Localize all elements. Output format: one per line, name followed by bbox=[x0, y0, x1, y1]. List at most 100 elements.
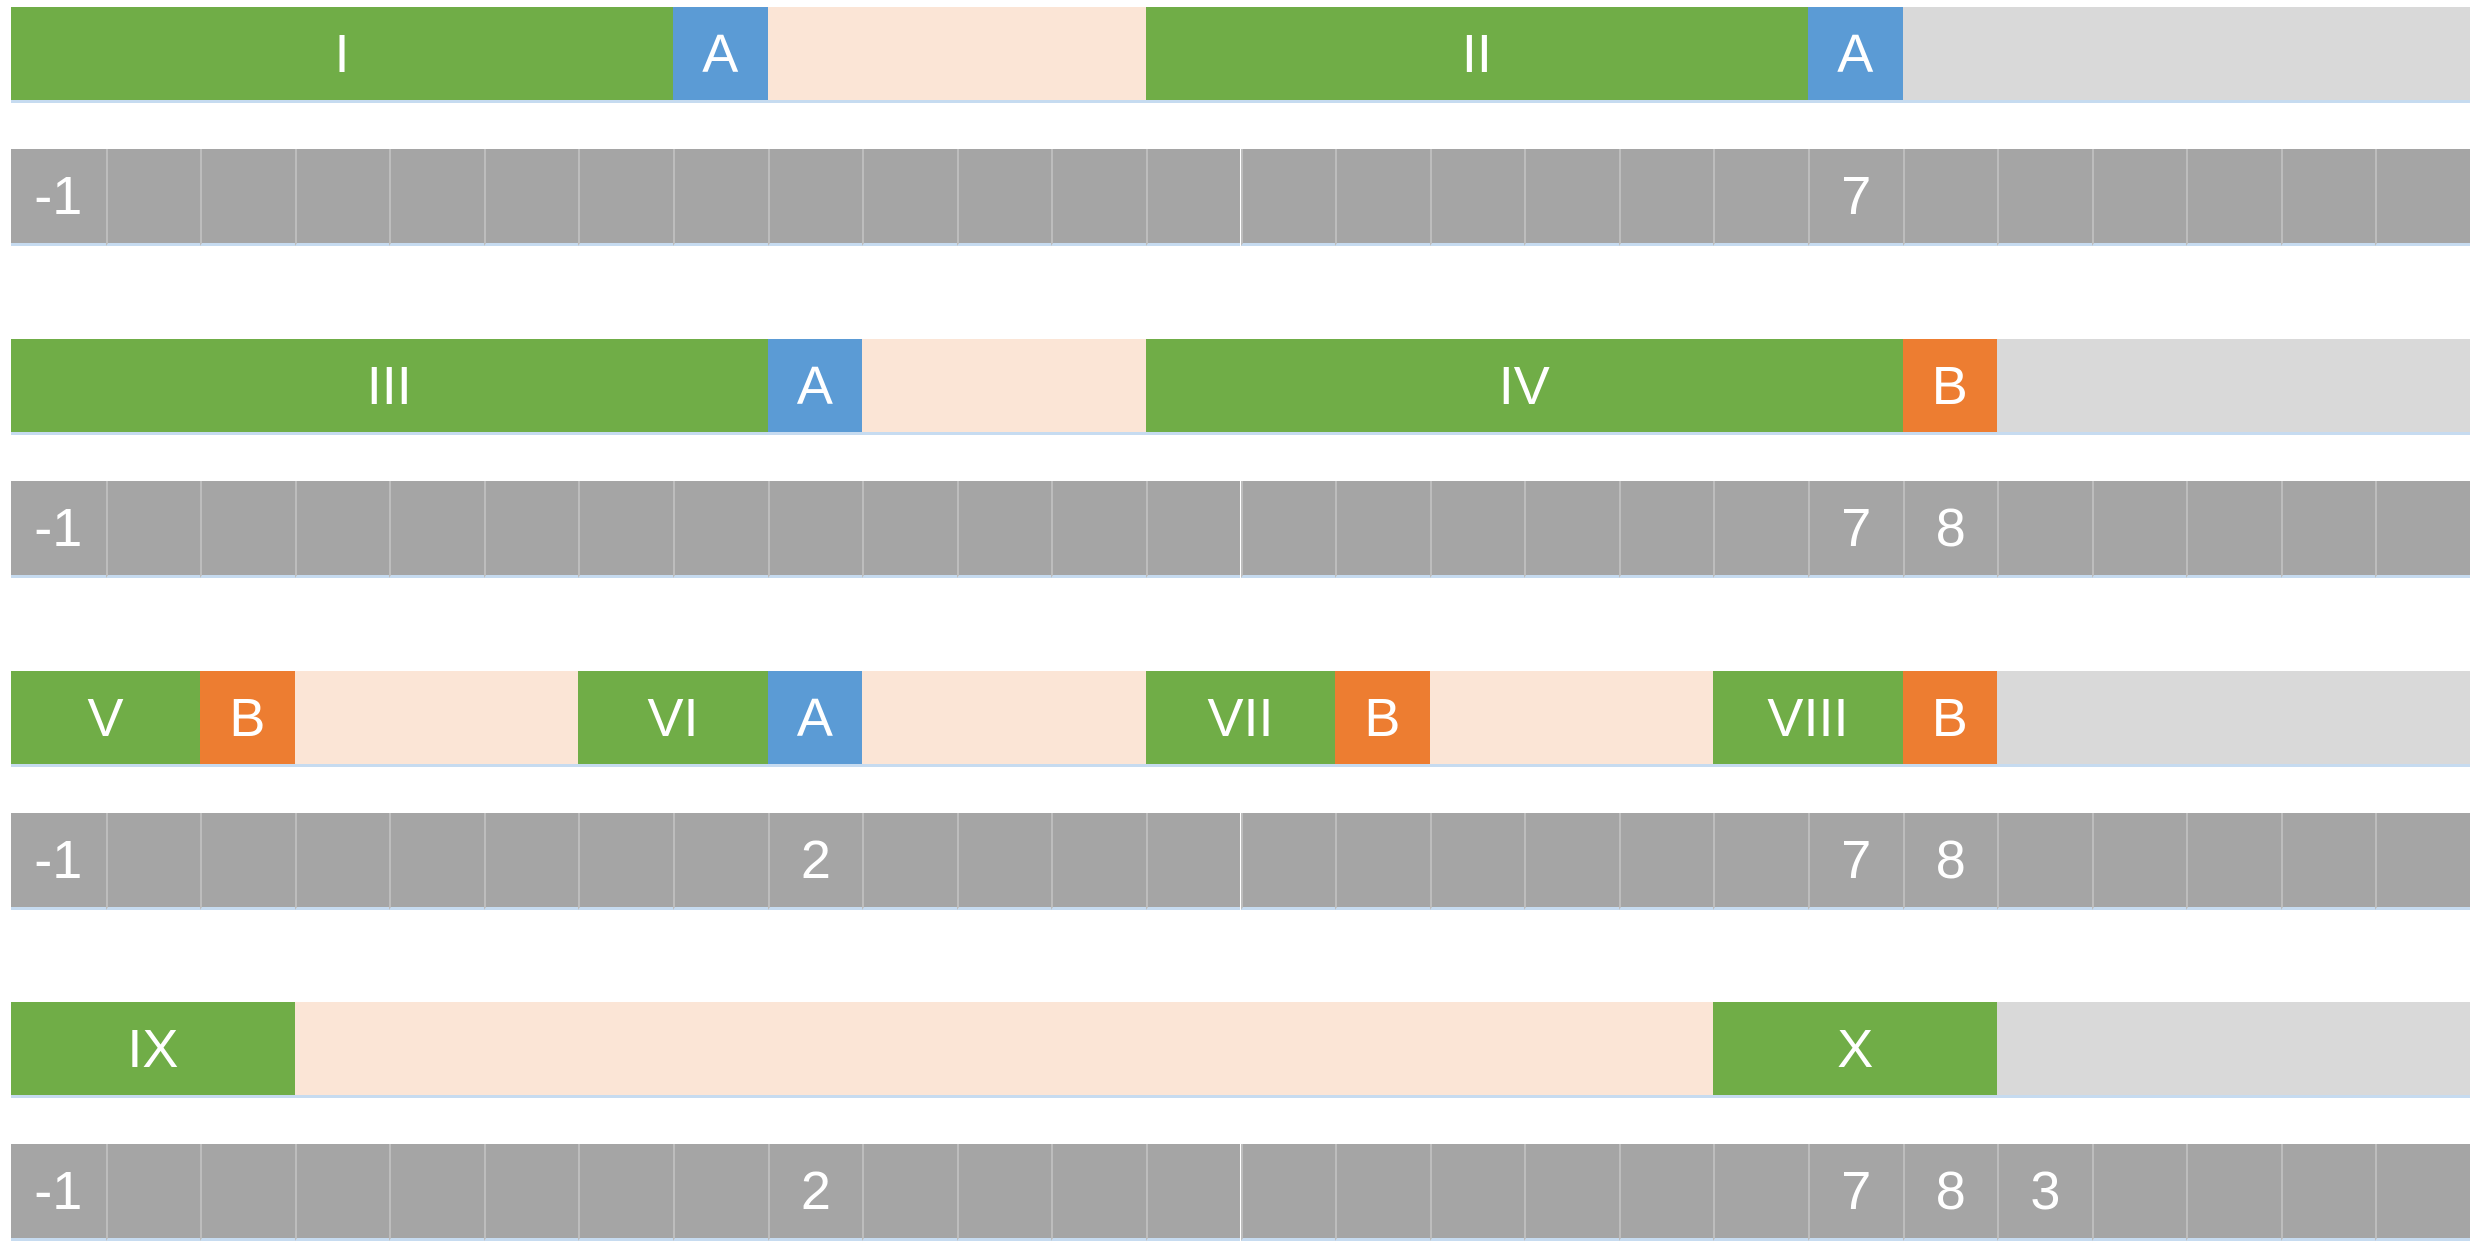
index-cell bbox=[2375, 1144, 2470, 1241]
index-cell: 7 bbox=[1807, 1144, 1903, 1241]
index-cell bbox=[578, 813, 674, 910]
segment-block: III bbox=[11, 339, 768, 435]
index-cell bbox=[1335, 149, 1430, 246]
segment-tag: B bbox=[1902, 671, 1998, 767]
index-cell: 2 bbox=[767, 1144, 863, 1241]
index-cell: -1 bbox=[11, 813, 106, 910]
index-cell bbox=[294, 813, 390, 910]
index-cell: 8 bbox=[1902, 481, 1998, 578]
index-cell bbox=[2186, 1144, 2281, 1241]
index-cell: 8 bbox=[1902, 813, 1998, 910]
segment-free-space bbox=[862, 671, 1146, 767]
index-cell bbox=[1145, 149, 1241, 246]
index-cell bbox=[2375, 813, 2470, 910]
index-cell bbox=[389, 149, 484, 246]
index-cell bbox=[1524, 1144, 1619, 1241]
index-cell bbox=[1618, 813, 1714, 910]
segment-block: IX bbox=[11, 1002, 295, 1098]
index-cell bbox=[1618, 1144, 1714, 1241]
index-cell bbox=[389, 481, 484, 578]
index-cell bbox=[1997, 813, 2092, 910]
index-cell bbox=[1524, 481, 1619, 578]
index-cell bbox=[673, 1144, 768, 1241]
index-cell bbox=[105, 1144, 201, 1241]
segment-block: VII bbox=[1145, 671, 1336, 767]
segment-tag: A bbox=[767, 671, 863, 767]
index-cell bbox=[578, 1144, 674, 1241]
segment-tag: B bbox=[1902, 339, 1998, 435]
index-cell bbox=[578, 481, 674, 578]
segment-tag: B bbox=[200, 671, 295, 767]
index-cell bbox=[200, 149, 295, 246]
index-cell bbox=[956, 1144, 1052, 1241]
index-cell: -1 bbox=[11, 481, 106, 578]
segment-block: V bbox=[11, 671, 201, 767]
index-cell bbox=[956, 813, 1052, 910]
index-cell bbox=[862, 1144, 957, 1241]
index-cell bbox=[294, 1144, 390, 1241]
index-cell bbox=[2280, 481, 2376, 578]
segment-free-space bbox=[862, 339, 1146, 435]
index-cell bbox=[956, 481, 1052, 578]
index-cell bbox=[2280, 813, 2376, 910]
segment-block: VI bbox=[578, 671, 768, 767]
segment-block: VIII bbox=[1713, 671, 1903, 767]
index-cell bbox=[2280, 149, 2376, 246]
index-cell bbox=[1429, 481, 1525, 578]
index-cell bbox=[483, 1144, 579, 1241]
index-cell bbox=[1713, 481, 1808, 578]
index-cell bbox=[673, 813, 768, 910]
index-cell: 7 bbox=[1807, 813, 1903, 910]
index-cell: 2 bbox=[767, 813, 863, 910]
index-cell: -1 bbox=[11, 1144, 106, 1241]
index-cell bbox=[673, 149, 768, 246]
index-cell bbox=[2091, 1144, 2187, 1241]
index-cell bbox=[1051, 1144, 1146, 1241]
index-cell bbox=[200, 481, 295, 578]
index-cell bbox=[105, 813, 201, 910]
segment-free-space bbox=[294, 1002, 1714, 1098]
index-cell bbox=[105, 149, 201, 246]
index-cell: 8 bbox=[1902, 1144, 1998, 1241]
index-cell bbox=[105, 481, 201, 578]
index-cell bbox=[1240, 1144, 1336, 1241]
index-cell bbox=[767, 149, 863, 246]
index-cell bbox=[200, 813, 295, 910]
index-cell bbox=[389, 1144, 484, 1241]
index-cell bbox=[1429, 813, 1525, 910]
segment-free-space bbox=[1429, 671, 1714, 767]
segment-unused-space bbox=[1902, 7, 2470, 103]
segment-block: I bbox=[11, 7, 674, 103]
index-cell bbox=[294, 149, 390, 246]
index-cell bbox=[1902, 149, 1998, 246]
index-cell bbox=[200, 1144, 295, 1241]
index-cell bbox=[1713, 149, 1808, 246]
index-cell bbox=[1240, 813, 1336, 910]
index-cell bbox=[1429, 1144, 1525, 1241]
index-cell bbox=[1051, 149, 1146, 246]
segment-tag: A bbox=[673, 7, 768, 103]
segment-block: X bbox=[1713, 1002, 1998, 1098]
index-cell bbox=[862, 813, 957, 910]
index-cell bbox=[2091, 149, 2187, 246]
index-cell bbox=[1051, 481, 1146, 578]
index-cell bbox=[2091, 813, 2187, 910]
index-cell bbox=[862, 481, 957, 578]
index-cell: -1 bbox=[11, 149, 106, 246]
segment-unused-space bbox=[1997, 1002, 2470, 1098]
index-cell bbox=[1051, 813, 1146, 910]
index-cell bbox=[483, 149, 579, 246]
index-cell: 7 bbox=[1807, 149, 1903, 246]
index-cell: 7 bbox=[1807, 481, 1903, 578]
index-cell bbox=[673, 481, 768, 578]
index-cell bbox=[1997, 481, 2092, 578]
index-cell: 3 bbox=[1997, 1144, 2092, 1241]
index-cell bbox=[1335, 1144, 1430, 1241]
index-cell bbox=[1240, 149, 1336, 246]
index-cell bbox=[2375, 149, 2470, 246]
index-cell bbox=[294, 481, 390, 578]
index-cell bbox=[389, 813, 484, 910]
segment-free-space bbox=[294, 671, 579, 767]
index-cell bbox=[2186, 813, 2281, 910]
